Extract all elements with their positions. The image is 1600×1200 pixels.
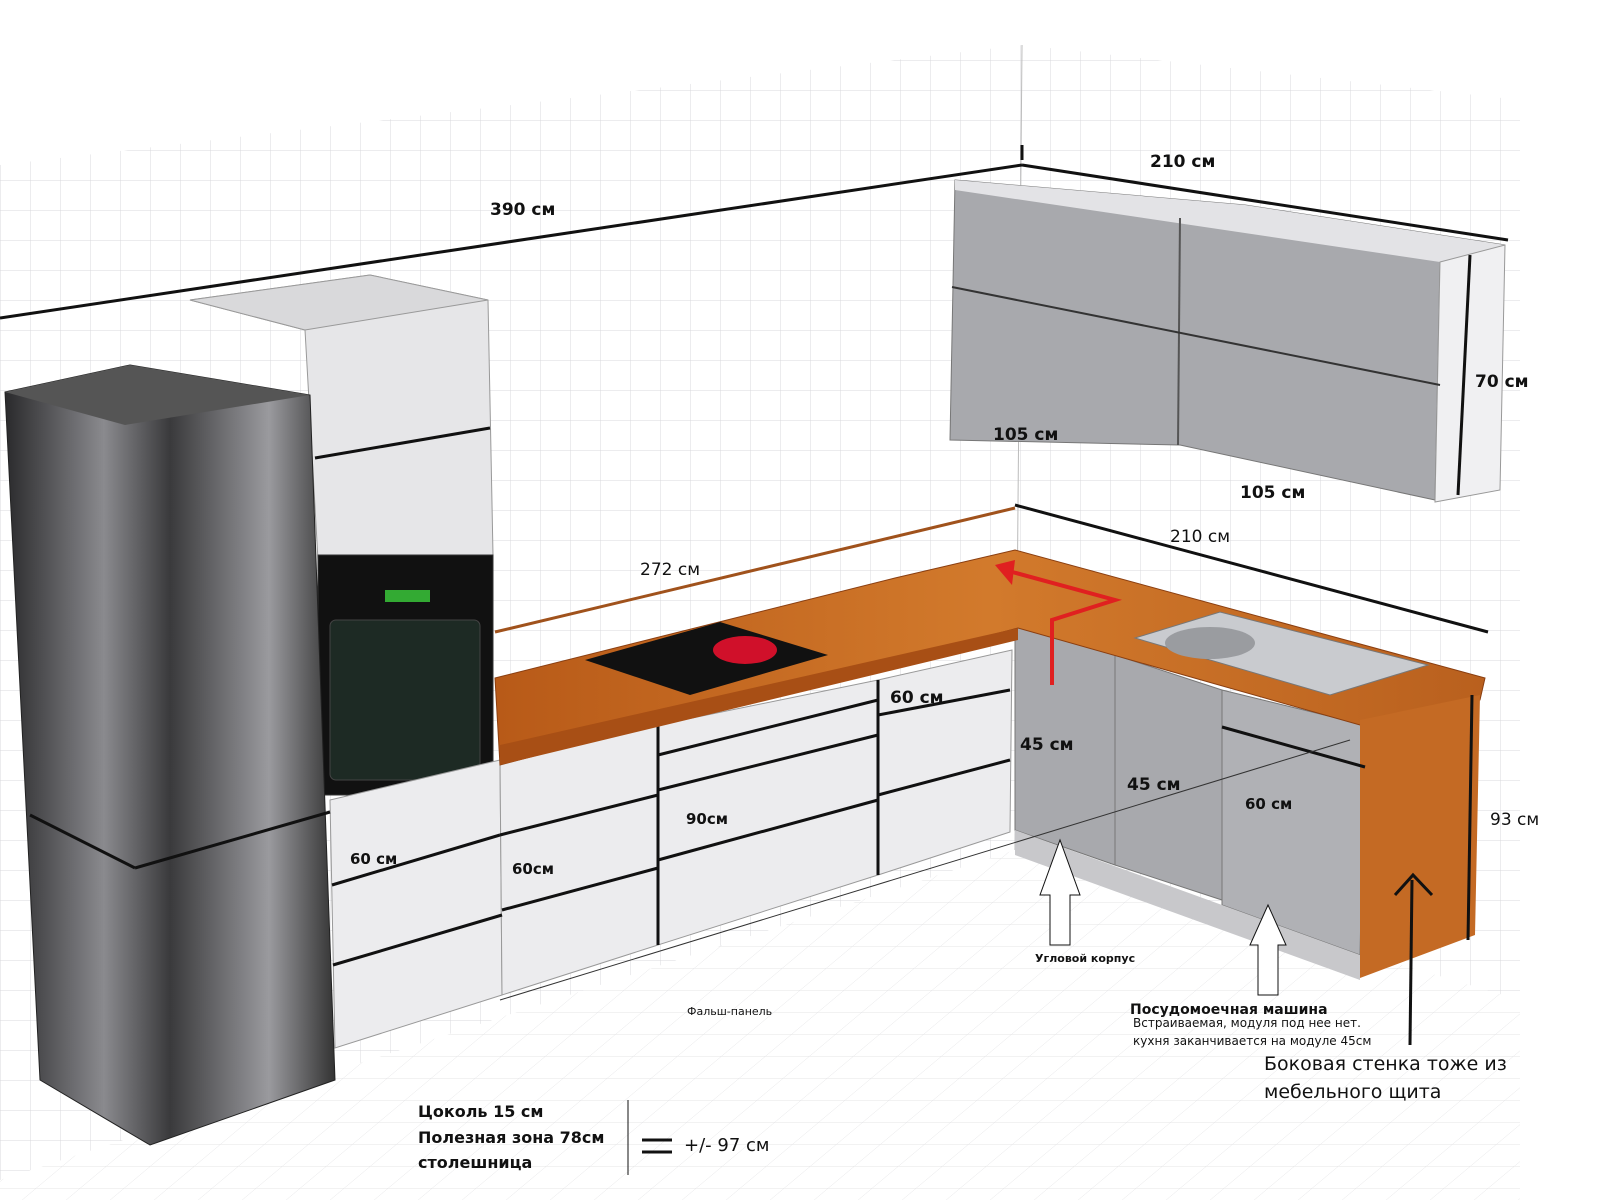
useful-zone-height: Полезная зона 78см [418, 1128, 605, 1147]
false-panel-label: Фальш-панель [687, 1005, 773, 1018]
red-arrow-icon [1004, 568, 1123, 685]
dim-60-top: 60 см [890, 688, 944, 708]
dim-272: 272 см [640, 560, 701, 580]
dim-210-counter: 210 см [1170, 527, 1231, 547]
corner-arrow-icon [1039, 838, 1081, 946]
dim-90: 90см [686, 810, 729, 828]
dishwasher-note-1: Встраиваемая, модуля под нее нет. [1133, 1016, 1361, 1030]
total-height: +/- 97 см [684, 1135, 770, 1156]
countertop-label: столешница [418, 1153, 533, 1172]
side-panel-note-2: мебельного щита [1264, 1081, 1442, 1103]
dim-105-left: 105 см [993, 425, 1059, 445]
dim-105-right: 105 см [1240, 483, 1306, 503]
false-panel-pointer [499, 739, 1351, 1001]
dim-60-dishwasher: 60 см [1245, 795, 1293, 813]
dim-45: 45 см [1127, 775, 1181, 795]
dim-93: 93 см [1490, 810, 1540, 830]
dim-70: 70 см [1475, 372, 1529, 392]
dishwasher-note-2: кухня заканчивается на модуле 45см [1133, 1034, 1372, 1048]
dim-45-corner: 45 см [1020, 735, 1074, 755]
plinth-height: Цоколь 15 см [418, 1102, 544, 1121]
dishwasher-arrow-icon [1249, 903, 1287, 996]
side-panel-note-1: Боковая стенка тоже из [1264, 1053, 1507, 1075]
dim-60-left: 60 см [350, 850, 398, 868]
dim-210-upper: 210 см [1150, 152, 1216, 172]
side-panel [1360, 695, 1480, 978]
dim-390: 390 см [490, 200, 556, 220]
dishwasher-title: Посудомоечная машина [1130, 1002, 1328, 1018]
fridge [4, 364, 336, 1146]
dim-60-mid: 60см [512, 860, 555, 878]
corner-unit-label: Угловой корпус [1035, 952, 1136, 965]
countertop-back-dimension [494, 506, 1016, 634]
floor [0, 850, 1520, 1200]
